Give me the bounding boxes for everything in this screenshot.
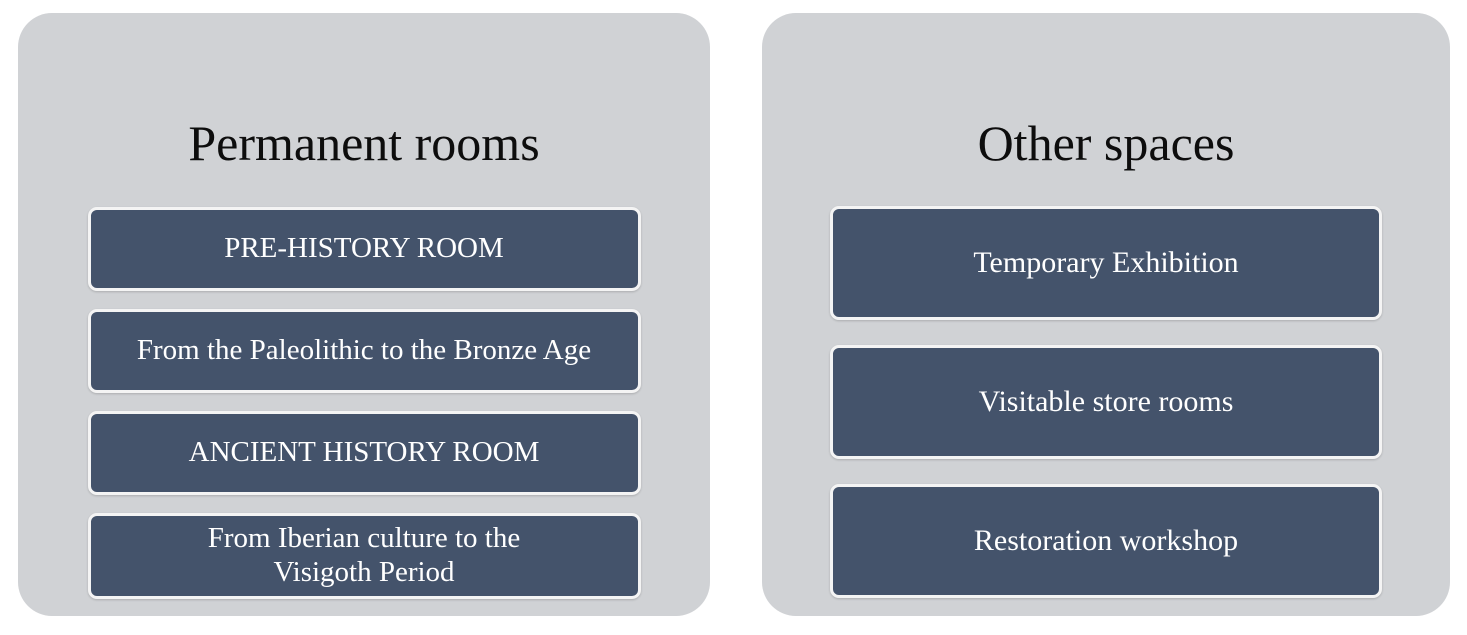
room-button-pre-history-room[interactable]: PRE-HISTORY ROOM [87, 207, 641, 291]
room-button-label: ANCIENT HISTORY ROOM [188, 436, 540, 469]
room-button-label-wrapper: From Iberian culture to the Visigoth Per… [208, 522, 520, 590]
space-button-temporary-exhibition[interactable]: Temporary Exhibition [830, 206, 1382, 320]
panel-other-spaces: Other spaces Temporary Exhibition Visita… [762, 13, 1450, 616]
space-button-label: Visitable store rooms [978, 384, 1234, 418]
button-list-permanent-rooms: PRE-HISTORY ROOM From the Paleolithic to… [18, 207, 710, 599]
room-button-label-line-2: Visigoth Period [273, 556, 455, 588]
room-button-from-iberian-culture-to-the-visigoth-period[interactable]: From Iberian culture to the Visigoth Per… [87, 513, 641, 599]
panel-title-permanent-rooms: Permanent rooms [188, 114, 540, 171]
panel-permanent-rooms: Permanent rooms PRE-HISTORY ROOM From th… [18, 13, 710, 616]
room-button-label: From the Paleolithic to the Bronze Age [136, 334, 592, 367]
room-button-label-line-1: From Iberian culture to the [207, 522, 521, 555]
room-button-ancient-history-room[interactable]: ANCIENT HISTORY ROOM [87, 411, 641, 495]
space-button-label: Temporary Exhibition [973, 245, 1239, 279]
space-button-visitable-store-rooms[interactable]: Visitable store rooms [830, 345, 1382, 459]
space-button-restoration-workshop[interactable]: Restoration workshop [830, 484, 1382, 598]
button-list-other-spaces: Temporary Exhibition Visitable store roo… [762, 206, 1450, 598]
room-button-label: PRE-HISTORY ROOM [224, 232, 504, 265]
panel-title-other-spaces: Other spaces [977, 114, 1235, 171]
space-button-label: Restoration workshop [973, 523, 1239, 557]
room-button-from-the-paleolithic-to-the-bronze-age[interactable]: From the Paleolithic to the Bronze Age [87, 309, 641, 393]
